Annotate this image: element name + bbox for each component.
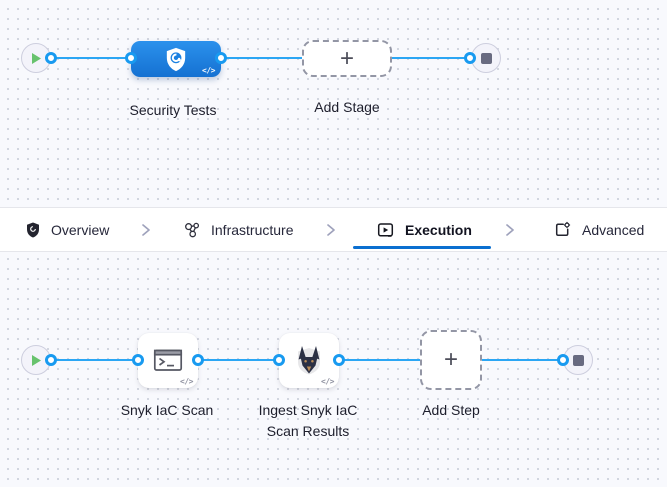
stage-start-node (21, 43, 51, 73)
tab-label: Advanced (582, 221, 645, 238)
link-dot (45, 52, 57, 64)
step-label[interactable]: Ingest Snyk IaC Scan Results (258, 402, 358, 439)
stop-icon (480, 52, 492, 64)
play-icon (32, 52, 41, 64)
link-dot (192, 354, 204, 366)
step-node-snyk-iac-scan[interactable]: </> (138, 333, 198, 388)
link-dot (215, 52, 227, 64)
code-icon: </> (202, 66, 215, 75)
infrastructure-icon (185, 222, 200, 237)
active-tab-underline (353, 246, 491, 249)
add-step-label[interactable]: Add Step (422, 402, 480, 418)
add-step-button[interactable]: + (420, 330, 482, 390)
link-dot (132, 354, 144, 366)
terminal-icon (153, 349, 183, 371)
stage-label[interactable]: Security Tests (129, 102, 217, 118)
tab-execution[interactable]: Execution (377, 208, 472, 251)
stage-edge-line (36, 57, 486, 59)
plus-icon: + (443, 346, 458, 373)
step-node-ingest-snyk-results[interactable]: </> (279, 333, 339, 388)
link-dot (333, 354, 345, 366)
link-dot (125, 52, 137, 64)
tab-label: Infrastructure (211, 221, 294, 238)
chevron-right-icon (142, 224, 150, 236)
tab-advanced[interactable]: Advanced (554, 208, 644, 251)
step-label[interactable]: Snyk IaC Scan (120, 402, 214, 418)
security-shield-icon (166, 47, 186, 71)
link-dot (273, 354, 285, 366)
code-icon: </> (180, 377, 193, 386)
plus-icon: + (339, 44, 354, 72)
advanced-icon (555, 221, 571, 236)
shield-icon (27, 222, 39, 237)
link-dot (557, 354, 569, 366)
link-dot (464, 52, 476, 64)
stage-end-node (471, 43, 501, 73)
snyk-dog-icon (298, 346, 320, 375)
link-dot (45, 354, 57, 366)
tab-label: Execution (405, 221, 472, 238)
chevron-right-icon (327, 224, 335, 236)
play-icon (32, 354, 41, 366)
stage-config-tab-bar: Overview Infrastructure (0, 207, 667, 252)
execution-icon (377, 222, 394, 237)
add-stage-label[interactable]: Add Stage (314, 99, 380, 115)
stage-node-security-tests[interactable]: </> (131, 41, 221, 77)
tab-label: Overview (51, 221, 110, 238)
stop-icon (572, 354, 584, 366)
code-icon: </> (321, 377, 334, 386)
tab-infrastructure[interactable]: Infrastructure (184, 208, 293, 251)
chevron-right-icon (506, 224, 514, 236)
add-stage-button[interactable]: + (302, 40, 392, 77)
tab-overview[interactable]: Overview (26, 208, 109, 251)
